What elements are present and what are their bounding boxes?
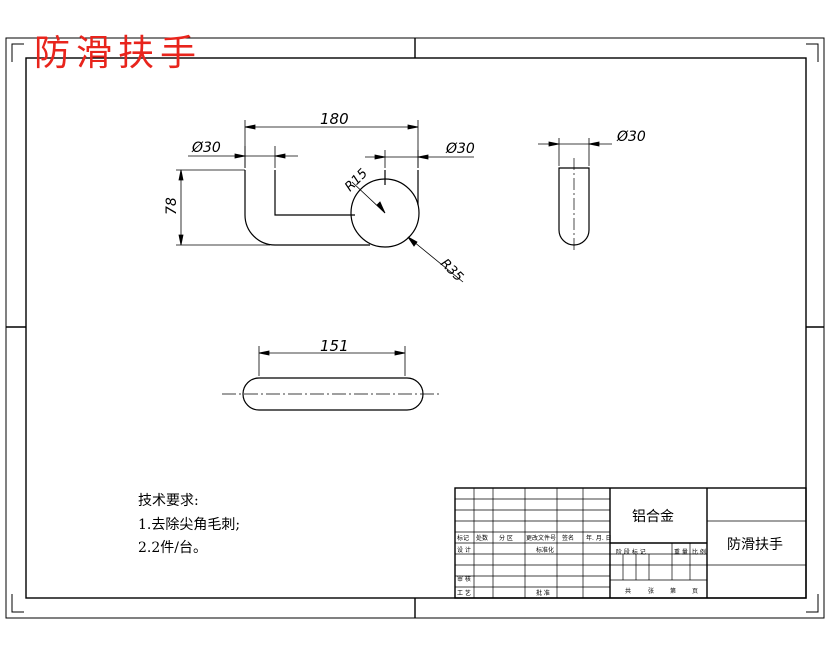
handle-outline-left-bottom xyxy=(244,170,370,246)
dim-d30-left xyxy=(188,146,298,168)
dim-d30-left-label: Ø30 xyxy=(191,140,221,156)
dim-78 xyxy=(176,169,270,246)
process-label: 工 艺 xyxy=(457,590,471,597)
tech-requirements-title: 技术要求: xyxy=(138,493,199,509)
handle-outline-left-top xyxy=(274,170,355,216)
stamp-title: 防滑扶手 xyxy=(34,33,203,74)
scale-label: 比 例 xyxy=(692,549,706,556)
header-signature: 签名 xyxy=(562,535,575,542)
trim-mark-br xyxy=(806,594,819,613)
trim-mark-tr xyxy=(806,43,819,62)
dim-151 xyxy=(258,346,406,376)
part-name: 防滑扶手 xyxy=(727,537,783,553)
front-view xyxy=(244,170,420,248)
top-view xyxy=(222,377,440,411)
dim-d30-mid-label: Ø30 xyxy=(445,141,475,157)
dim-d30-right xyxy=(538,138,612,166)
side-view xyxy=(558,158,590,250)
weight-label: 重 量 xyxy=(674,549,688,556)
dim-d30-mid xyxy=(365,150,474,168)
dim-r35 xyxy=(407,236,464,283)
dim-r15-label: R15 xyxy=(342,166,371,195)
dim-151-label: 151 xyxy=(320,337,349,355)
material-label: 铝合金 xyxy=(632,509,674,525)
stage-mark-label: 阶 段 标 记 xyxy=(616,549,646,556)
outer-border xyxy=(5,37,825,619)
tech-requirement-item-2: 2.2件/台。 xyxy=(138,540,207,556)
dim-180-label: 180 xyxy=(320,110,349,128)
dim-r15 xyxy=(351,181,386,214)
dim-d30-right-label: Ø30 xyxy=(616,129,646,145)
trim-mark-tl xyxy=(11,43,24,62)
sheet-unit-label-2: 页 xyxy=(692,588,699,595)
header-change-doc: 更改文件号 xyxy=(526,535,557,542)
dim-78-label: 78 xyxy=(164,197,180,215)
sheet-unit-label-1: 张 xyxy=(648,588,655,595)
design-label: 设 计 xyxy=(457,547,471,554)
review-label: 审 核 xyxy=(457,576,471,583)
inner-frame xyxy=(25,57,807,599)
sheet-number-label: 第 xyxy=(670,588,677,595)
header-date: 年. 月. 日 xyxy=(586,535,612,542)
approve-label: 批 准 xyxy=(536,590,550,597)
header-zone: 分 区 xyxy=(499,535,513,542)
trim-mark-bl xyxy=(11,594,24,613)
tech-requirement-item-1: 1.去除尖角毛刺; xyxy=(138,517,241,533)
header-count: 处数 xyxy=(476,535,489,542)
sheet-total-label: 共 xyxy=(625,588,632,595)
header-mark: 标记 xyxy=(457,535,470,542)
dim-180 xyxy=(244,120,419,168)
title-block-grid xyxy=(454,487,807,599)
standardization-label: 标准化 xyxy=(536,547,555,554)
